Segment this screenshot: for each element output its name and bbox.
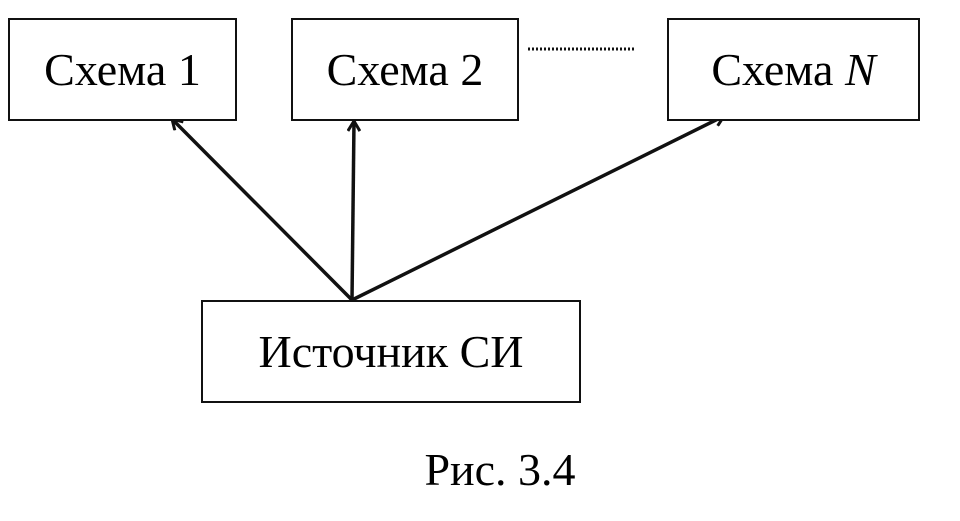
arrow-to-scheme-1 xyxy=(172,119,354,302)
scheme-2-label: Схема xyxy=(326,43,449,95)
scheme-1-box: Схема 1 xyxy=(8,18,237,121)
scheme-2-box: Схема 2 xyxy=(291,18,519,121)
scheme-2-number: 2 xyxy=(460,43,484,95)
source-label: Источник СИ xyxy=(258,325,524,377)
scheme-n-box: Схема N xyxy=(667,18,920,121)
arrow-to-scheme-2 xyxy=(352,121,354,301)
scheme-1-number: 1 xyxy=(177,43,201,95)
source-box: Источник СИ xyxy=(201,300,581,403)
arrow-to-scheme-n xyxy=(351,116,724,302)
figure-caption: Рис. 3.4 xyxy=(424,444,576,495)
scheme-n-number: N xyxy=(844,43,876,95)
scheme-n-label: Схема xyxy=(711,43,834,95)
scheme-1-label: Схема xyxy=(44,43,167,95)
